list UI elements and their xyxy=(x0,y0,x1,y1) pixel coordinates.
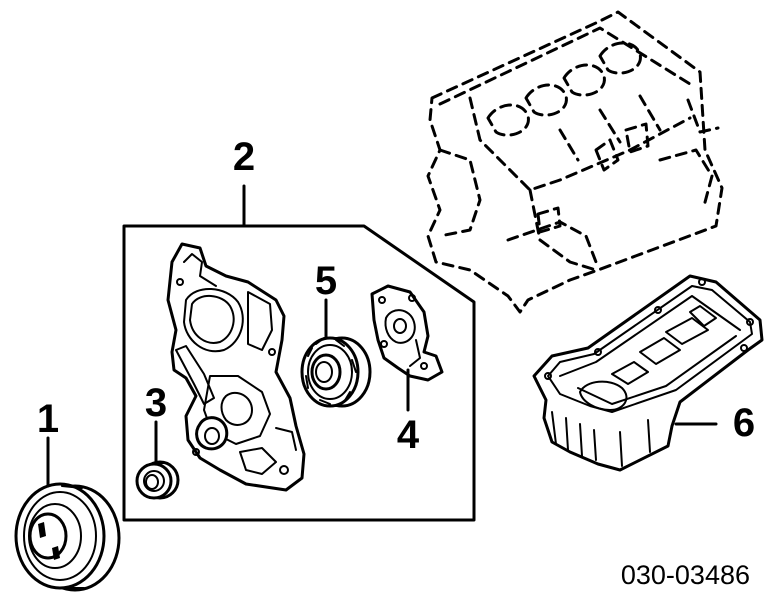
reference-code: 030-03486 xyxy=(621,560,750,590)
pump-cover-drawing xyxy=(370,284,444,412)
timing-cover-drawing xyxy=(166,242,306,492)
assembly-bracket xyxy=(122,184,476,522)
oil-pan-drawing xyxy=(532,274,764,472)
callout-2: 2 xyxy=(233,135,255,179)
oil-pump-rotor-drawing xyxy=(300,336,372,408)
engine-block-outline xyxy=(426,10,724,314)
crankshaft-pulley-drawing xyxy=(14,482,121,592)
callout-4: 4 xyxy=(397,413,420,457)
oil-seal-drawing xyxy=(135,460,180,500)
callout-6: 6 xyxy=(733,401,755,445)
callout-3: 3 xyxy=(145,381,167,425)
callout-1: 1 xyxy=(37,397,59,441)
callout-5: 5 xyxy=(315,259,337,303)
leader-lines xyxy=(46,298,328,488)
